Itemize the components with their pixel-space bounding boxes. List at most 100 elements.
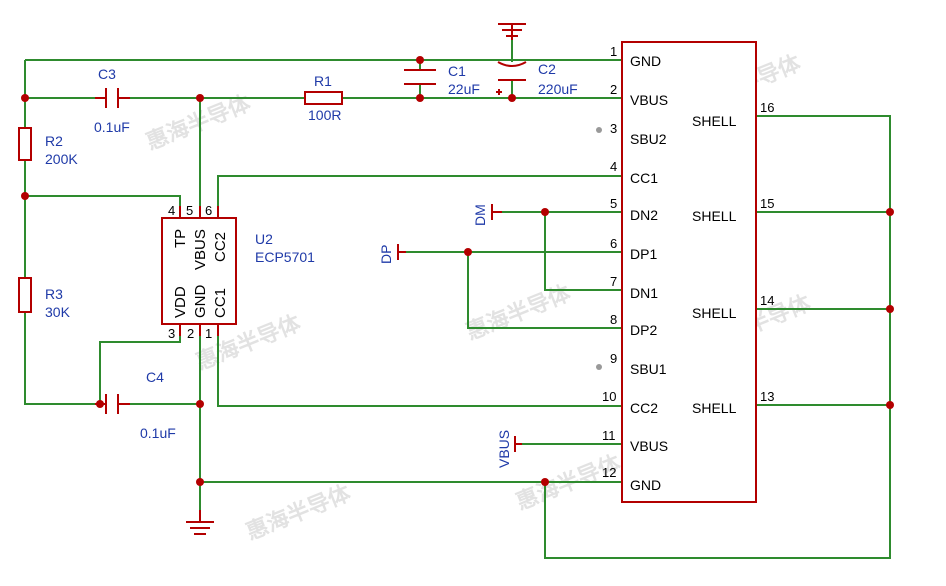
connector-right-pins: 16 SHELL 15 SHELL 14 SHELL 13 SHELL xyxy=(692,100,774,416)
junction-dot xyxy=(21,192,29,200)
dp-label: DP xyxy=(378,245,394,264)
pin-3-name: SBU2 xyxy=(630,131,667,147)
pin-11-name: VBUS xyxy=(630,438,668,454)
pin-2-num: 2 xyxy=(610,82,617,97)
pin-16-num: 16 xyxy=(760,100,774,115)
c1-value: 22uF xyxy=(448,81,480,97)
pin-7-num: 7 xyxy=(610,274,617,289)
u2-pin-2-num: 2 xyxy=(187,326,194,341)
capacitor-c2: C2 220uF xyxy=(496,23,578,97)
u2-ref: U2 xyxy=(255,231,273,247)
wire-shell-loop xyxy=(544,115,891,559)
r3-ref: R3 xyxy=(45,286,63,302)
junction-dot xyxy=(886,208,894,216)
resistor-r3: R3 30K xyxy=(18,277,71,320)
c2-ref: C2 xyxy=(538,61,556,77)
pin-15-num: 15 xyxy=(760,196,774,211)
pin-4-num: 4 xyxy=(610,159,617,174)
pin-10-name: CC2 xyxy=(630,400,658,416)
junction-dot xyxy=(464,248,472,256)
u2-pin-gnd: GND xyxy=(192,285,209,319)
u2-pin-vbus: VBUS xyxy=(192,229,209,270)
pin-9-num: 9 xyxy=(610,351,617,366)
u2-pin-4-num: 4 xyxy=(168,203,175,218)
junction-dot xyxy=(508,94,516,102)
pin-1-name: GND xyxy=(630,53,661,69)
junctions xyxy=(21,56,894,486)
junction-dot xyxy=(541,208,549,216)
r2-ref: R2 xyxy=(45,133,63,149)
u2-pin-6-num: 6 xyxy=(205,203,212,218)
pin-5-name: DN2 xyxy=(630,207,658,223)
junction-dot xyxy=(196,400,204,408)
net-label-dm: DM xyxy=(472,204,502,226)
vbus-label: VBUS xyxy=(496,430,512,468)
pin-3-num: 3 xyxy=(610,121,617,136)
connector-left-pins: 1 GND 2 VBUS 3 SBU2 4 CC1 5 DN2 6 DP1 7 … xyxy=(602,44,668,493)
u2-value: ECP5701 xyxy=(255,249,315,265)
r1-ref: R1 xyxy=(314,73,332,89)
wire-u2-cc2 xyxy=(217,175,622,218)
pin-11-num: 11 xyxy=(602,428,616,443)
junction-dot xyxy=(416,56,424,64)
wire-dp2 xyxy=(467,252,622,329)
pin-12-name: GND xyxy=(630,477,661,493)
u2-pin-1-num: 1 xyxy=(205,326,212,341)
pin-12-num: 12 xyxy=(602,465,616,480)
pin-13-num: 13 xyxy=(760,389,774,404)
pin-10-num: 10 xyxy=(602,389,616,404)
pin-7-name: DN1 xyxy=(630,285,658,301)
pin-6-name: DP1 xyxy=(630,246,657,262)
ground-symbol-bottom xyxy=(186,510,214,535)
u2-pin-tp: TP xyxy=(172,229,189,248)
pin-9-name: SBU1 xyxy=(630,361,667,377)
pin-13-name: SHELL xyxy=(692,400,737,416)
capacitor-c4: C4 0.1uF xyxy=(95,369,176,441)
pin-2-name: VBUS xyxy=(630,92,668,108)
capacitor-c1: C1 22uF xyxy=(404,63,480,97)
u2-pin-vdd: VDD xyxy=(172,286,189,318)
pin-8-num: 8 xyxy=(610,312,617,327)
u2-pin-5-num: 5 xyxy=(186,203,193,218)
pin-1-num: 1 xyxy=(610,44,617,59)
pin-14-name: SHELL xyxy=(692,305,737,321)
watermark-text: 惠海半导体 xyxy=(243,480,356,546)
junction-dot xyxy=(196,478,204,486)
u2-pin-cc1: CC1 xyxy=(212,288,229,318)
net-label-vbus: VBUS xyxy=(496,430,522,468)
r2-value: 200K xyxy=(45,151,78,167)
junction-dot xyxy=(416,94,424,102)
pin-16-name: SHELL xyxy=(692,113,737,129)
nc-marker xyxy=(596,364,602,370)
capacitor-c3: C3 0.1uF xyxy=(94,66,130,135)
r1-value: 100R xyxy=(308,107,341,123)
pin-5-num: 5 xyxy=(610,196,617,211)
junction-dot xyxy=(21,94,29,102)
pin-15-name: SHELL xyxy=(692,208,737,224)
wires xyxy=(24,40,891,559)
pin-6-num: 6 xyxy=(610,236,617,251)
junction-dot xyxy=(541,478,549,486)
u2-pin-3-num: 3 xyxy=(168,326,175,341)
wire-r3-bottom xyxy=(24,312,95,405)
c2-value: 220uF xyxy=(538,81,578,97)
nc-marker xyxy=(596,127,602,133)
c3-ref: C3 xyxy=(98,66,116,82)
usb-connector xyxy=(621,41,757,503)
net-label-dp: DP xyxy=(378,244,406,264)
c3-value: 0.1uF xyxy=(94,119,130,135)
pin-14-num: 14 xyxy=(760,293,774,308)
u2-pin-cc2: CC2 xyxy=(212,232,229,262)
junction-dot xyxy=(886,305,894,313)
junction-dot xyxy=(886,401,894,409)
wire-u2-cc1 xyxy=(217,324,622,407)
r3-value: 30K xyxy=(45,304,71,320)
junction-dot xyxy=(196,94,204,102)
c4-value: 0.1uF xyxy=(140,425,176,441)
wire-tp xyxy=(25,195,181,218)
c4-ref: C4 xyxy=(146,369,164,385)
pin-8-name: DP2 xyxy=(630,322,657,338)
wire-dn1 xyxy=(544,212,622,291)
ic-u2: 4 5 6 3 2 1 TP VBUS CC2 VDD GND CC1 U2 E… xyxy=(161,203,315,341)
